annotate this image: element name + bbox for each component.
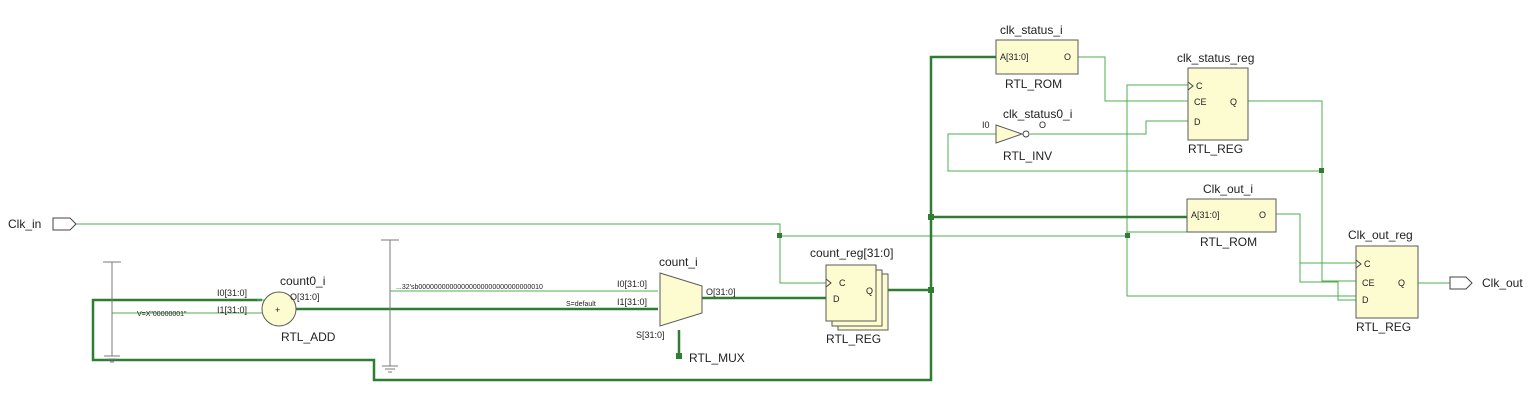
clk-out-reg-cell[interactable]: Clk_out_reg C CE D Q RTL_REG xyxy=(1348,228,1419,334)
clk-status-reg-body xyxy=(1187,67,1249,141)
clk-status-reg-pin-d: D xyxy=(1194,117,1201,127)
count-reg-instance-name: count_reg[31:0] xyxy=(810,246,893,260)
clk-status-rom-instance-name: clk_status_i xyxy=(1000,23,1063,37)
adder-pin-o: O[31:0] xyxy=(290,292,320,302)
count-reg-body xyxy=(825,264,877,322)
clk-status-reg-type-label: RTL_REG xyxy=(1188,142,1243,156)
count-reg-pin-q: Q xyxy=(866,286,873,296)
plus-icon: + xyxy=(275,305,280,315)
adder-symbol xyxy=(261,291,297,327)
junction-dot xyxy=(1125,233,1130,238)
inverter-instance-name: clk_status0_i xyxy=(1003,107,1072,121)
adder-pin-i1: I1[31:0] xyxy=(217,305,247,315)
clk-out-reg-body xyxy=(1355,245,1419,319)
clk-in-net[interactable] xyxy=(76,223,1356,297)
clk-status-rom-cell[interactable]: clk_status_i A[31:0] O RTL_ROM xyxy=(995,23,1079,91)
clock-triangle-icon xyxy=(825,278,832,288)
clk-out-reg-pin-d: D xyxy=(1362,295,1369,305)
junction-dot xyxy=(928,214,934,220)
bus-wires xyxy=(91,55,1187,382)
inverter-cell[interactable]: clk_status0_i I0 O RTL_INV xyxy=(982,107,1072,163)
clk-out-reg-pin-ce: CE xyxy=(1362,278,1375,288)
clk-out-rom-cell[interactable]: Clk_out_i A[31:0] O RTL_ROM xyxy=(1186,182,1277,249)
junctions xyxy=(676,168,1324,359)
mux-pin-i1: I1[31:0] xyxy=(617,297,647,307)
inverter-bubble-icon xyxy=(1022,130,1030,138)
mux-pin-o: O[31:0] xyxy=(706,287,736,297)
inverter-type-label: RTL_INV xyxy=(1003,149,1052,163)
clk-out-d-feed[interactable] xyxy=(1299,263,1356,301)
count-reg-pin-c: C xyxy=(839,278,846,288)
rom-address-bus[interactable] xyxy=(929,55,1187,290)
clk-status-rom-body xyxy=(995,39,1079,75)
clk-status-ce-feed[interactable] xyxy=(1321,171,1356,282)
clk-status-reg-pin-c: C xyxy=(1196,81,1203,91)
count-reg-type-label: RTL_REG xyxy=(826,332,881,346)
clk-out-rom-out-net[interactable] xyxy=(1276,213,1356,264)
clk-out-port[interactable]: Clk_out xyxy=(1449,276,1523,290)
mux-cell[interactable]: count_i ...32'sb000000000000000000000000… xyxy=(396,255,745,365)
mux-const-i1: S=default xyxy=(566,301,596,308)
clk-status-rom-pin-o: O xyxy=(1064,52,1071,62)
mux-instance-name: count_i xyxy=(659,255,698,269)
adder-cell[interactable]: count0_i + I0[31:0] I1[31:0] O[31:0] V=X… xyxy=(137,274,336,344)
count-reg-pin-d: D xyxy=(833,294,840,304)
clk-status-reg-pin-ce: CE xyxy=(1194,97,1207,107)
junction-dot xyxy=(676,353,682,359)
clk-out-reg-instance-name: Clk_out_reg xyxy=(1348,228,1413,242)
clk-status-rom-out-net[interactable] xyxy=(1078,56,1188,102)
clk-out-label: Clk_out xyxy=(1482,276,1523,290)
clk-in-port[interactable]: Clk_in xyxy=(8,217,77,231)
clk-out-reg-pin-c: C xyxy=(1364,259,1371,269)
inverter-symbol xyxy=(995,124,1024,144)
clk-out-rom-pin-a: A[31:0] xyxy=(1191,210,1220,220)
clk-out-rom-instance-name: Clk_out_i xyxy=(1203,182,1253,196)
adder-const-label: V=X"00000001" xyxy=(137,311,187,318)
clk-out-rom-body xyxy=(1186,198,1277,233)
clk-out-rom-type-label: RTL_ROM xyxy=(1200,235,1257,249)
clk-status-reg-cell[interactable]: clk_status_reg C CE D Q RTL_REG xyxy=(1177,51,1254,156)
mux-type-label: RTL_MUX xyxy=(689,351,745,365)
adder-pin-i0: I0[31:0] xyxy=(217,288,247,298)
mux-pin-s: S[31:0] xyxy=(636,330,665,340)
clock-triangle-icon xyxy=(1355,259,1362,269)
count-q-bus[interactable] xyxy=(91,288,933,382)
clk-status-reg-clock[interactable] xyxy=(1126,84,1188,232)
clk-status-rom-pin-a: A[31:0] xyxy=(1000,52,1029,62)
inv-out-net[interactable] xyxy=(1030,120,1188,135)
clk-status-reg-pin-q: Q xyxy=(1230,97,1237,107)
inverter-pin-o: O xyxy=(1039,120,1046,130)
ground-right xyxy=(381,239,399,373)
clk-out-reg-type-label: RTL_REG xyxy=(1356,320,1411,334)
clk-out-rom-pin-o: O xyxy=(1259,210,1266,220)
mux-symbol xyxy=(659,272,703,327)
adder-type-label: RTL_ADD xyxy=(281,330,336,344)
junction-dot xyxy=(1319,168,1324,173)
junction-dot xyxy=(777,233,782,238)
clk-status-rom-type-label: RTL_ROM xyxy=(1005,77,1062,91)
ground-left xyxy=(103,261,121,363)
clk-status-reg-instance-name: clk_status_reg xyxy=(1177,51,1254,65)
mux-pin-i0: I0[31:0] xyxy=(617,279,647,289)
junction-dot xyxy=(928,287,934,293)
clk-status-q-net[interactable] xyxy=(947,100,1323,172)
clock-triangle-icon xyxy=(1187,81,1194,91)
inverter-pin-i: I0 xyxy=(982,120,990,130)
clk-out-reg-pin-q: Q xyxy=(1398,278,1405,288)
adder-instance-name: count0_i xyxy=(280,274,325,288)
mux-const-i0: ...32'sb00000000000000000000000000000010 xyxy=(396,284,543,291)
clk-in-label: Clk_in xyxy=(8,217,41,231)
count-reg-cell[interactable]: count_reg[31:0] C D Q RTL_REG xyxy=(810,246,893,346)
